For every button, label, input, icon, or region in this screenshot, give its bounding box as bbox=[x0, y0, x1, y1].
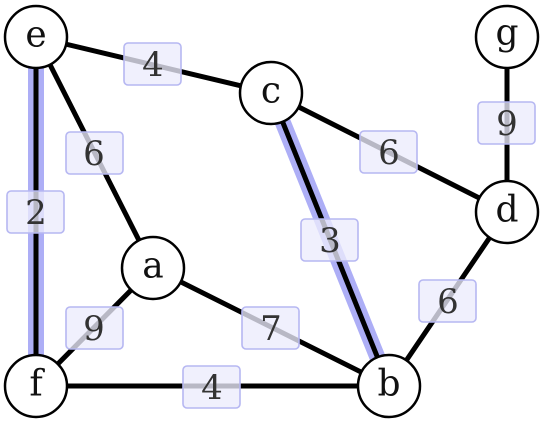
svg-text:4: 4 bbox=[201, 368, 223, 408]
node-d-label: d bbox=[495, 190, 518, 231]
weight-c-b: 3 bbox=[300, 218, 359, 262]
weight-e-c: 4 bbox=[123, 42, 182, 86]
weight-g-d: 9 bbox=[477, 101, 536, 145]
svg-text:6: 6 bbox=[378, 133, 400, 173]
node-e-label: e bbox=[25, 15, 46, 56]
weight-a-f: 9 bbox=[65, 306, 124, 350]
node-a-label: a bbox=[142, 246, 163, 287]
svg-text:2: 2 bbox=[25, 193, 47, 233]
weight-d-b: 6 bbox=[418, 279, 477, 323]
node-g-label: g bbox=[495, 13, 518, 54]
svg-text:9: 9 bbox=[496, 104, 518, 144]
node-e: e bbox=[3, 4, 69, 70]
svg-text:9: 9 bbox=[83, 309, 105, 349]
weight-c-d: 6 bbox=[359, 130, 418, 174]
svg-text:6: 6 bbox=[437, 282, 459, 322]
node-layer: e g c d a f b bbox=[3, 4, 540, 419]
weight-f-b: 4 bbox=[182, 365, 241, 409]
svg-text:6: 6 bbox=[83, 134, 105, 174]
svg-text:7: 7 bbox=[260, 309, 282, 349]
weight-a-b: 7 bbox=[241, 306, 300, 350]
node-b: b bbox=[356, 353, 422, 419]
node-a: a bbox=[120, 235, 186, 301]
node-f-label: f bbox=[29, 364, 45, 405]
weight-e-a: 6 bbox=[65, 131, 124, 175]
node-c: c bbox=[238, 60, 304, 126]
weight-e-f: 2 bbox=[6, 190, 65, 234]
node-f: f bbox=[3, 353, 69, 419]
svg-text:4: 4 bbox=[142, 45, 164, 85]
node-g: g bbox=[474, 4, 540, 70]
node-d: d bbox=[474, 179, 540, 245]
node-c-label: c bbox=[261, 71, 281, 112]
weight-layer: 4 6 2 6 3 9 6 9 bbox=[6, 42, 536, 409]
svg-text:3: 3 bbox=[319, 221, 341, 261]
node-b-label: b bbox=[377, 364, 400, 405]
